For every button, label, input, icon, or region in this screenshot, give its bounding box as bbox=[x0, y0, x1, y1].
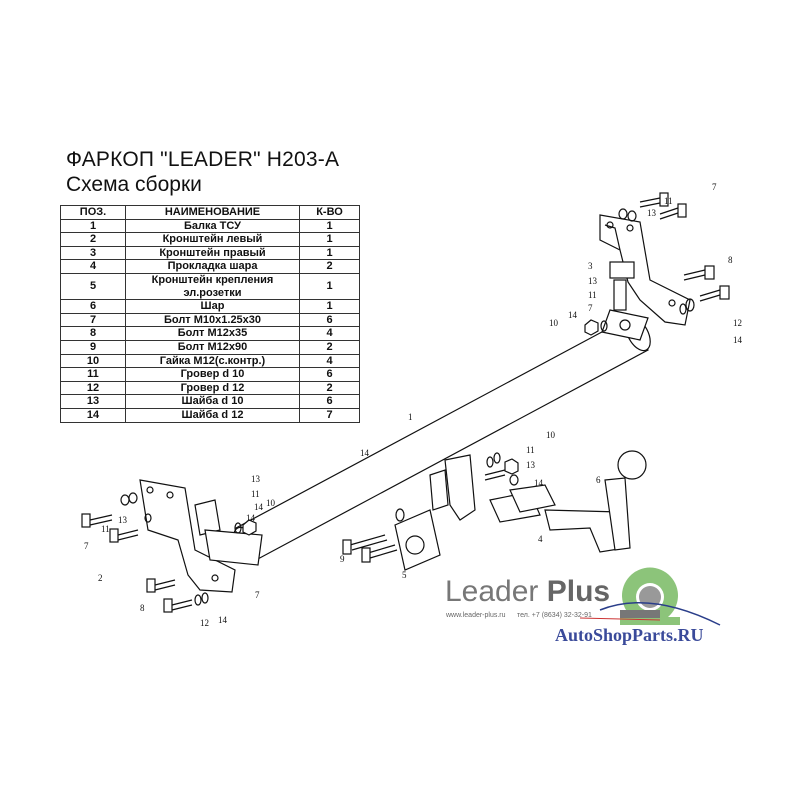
right-fasteners bbox=[584, 192, 730, 336]
callout-10: 10 bbox=[266, 498, 276, 508]
right-bracket bbox=[599, 214, 691, 341]
cell-name: Гайка М12(с.контр.) bbox=[125, 353, 300, 369]
page-subtitle: Схема сборки bbox=[66, 173, 202, 196]
callout-6: 6 bbox=[596, 475, 601, 485]
callout-14: 14 bbox=[568, 310, 578, 320]
callout-8: 8 bbox=[140, 603, 145, 613]
callout-14: 14 bbox=[254, 502, 264, 512]
callout-13: 13 bbox=[118, 515, 128, 525]
page-title: ФАРКОП "LEADER" H203-A bbox=[66, 148, 340, 171]
callout-5: 5 bbox=[402, 570, 407, 580]
callout-1: 1 bbox=[408, 412, 413, 422]
callout-13: 13 bbox=[588, 276, 598, 286]
callout-14: 14 bbox=[534, 478, 544, 488]
socket-bracket bbox=[342, 508, 441, 571]
phone-number: тел. +7 (8634) 32-32-91 bbox=[517, 612, 592, 619]
cell-name: Болт М12х90 bbox=[125, 339, 300, 355]
cell-name: Кронштейн крепления эл.розетки bbox=[125, 272, 300, 301]
left-fasteners bbox=[81, 492, 257, 613]
callout-3: 3 bbox=[588, 261, 593, 271]
logo-text-bold: Plus bbox=[546, 575, 611, 608]
callout-7: 7 bbox=[255, 590, 260, 600]
callout-14: 14 bbox=[360, 448, 370, 458]
ball-mount-parts bbox=[429, 450, 647, 553]
callout-7: 7 bbox=[84, 541, 89, 551]
callout-12: 12 bbox=[733, 318, 742, 328]
callout-11: 11 bbox=[101, 524, 110, 534]
left-bracket bbox=[139, 479, 263, 593]
cell-quantity: 1 bbox=[299, 272, 360, 301]
cell-name: Кронштейн правый bbox=[125, 245, 300, 261]
cell-quantity: 1 bbox=[299, 299, 360, 314]
cell-name: Шайба d 12 bbox=[125, 407, 300, 423]
callout-8: 8 bbox=[728, 255, 733, 265]
callout-12: 12 bbox=[200, 618, 209, 628]
watermark: AutoShopParts.RU bbox=[555, 625, 704, 645]
callout-14: 14 bbox=[218, 615, 228, 625]
cell-position: 14 bbox=[60, 407, 126, 423]
callout-11: 11 bbox=[251, 489, 260, 499]
callout-13: 13 bbox=[647, 208, 657, 218]
callout-7: 7 bbox=[588, 303, 593, 313]
callout-11: 11 bbox=[664, 196, 673, 206]
cell-quantity: 7 bbox=[299, 407, 360, 423]
website-link[interactable]: www.leader-plus.ru bbox=[446, 612, 506, 619]
callout-9: 9 bbox=[340, 554, 345, 564]
callout-10: 10 bbox=[549, 318, 559, 328]
callout-14: 14 bbox=[246, 513, 256, 523]
callout-10: 10 bbox=[546, 430, 556, 440]
callout-4: 4 bbox=[538, 534, 543, 544]
callout-13: 13 bbox=[526, 460, 536, 470]
callout-11: 11 bbox=[526, 445, 535, 455]
callout-13: 13 bbox=[251, 474, 261, 484]
callout-11: 11 bbox=[588, 290, 597, 300]
logo-text-light: Leader bbox=[445, 575, 539, 608]
callout-2: 2 bbox=[98, 573, 103, 583]
leader-plus-logo-mark bbox=[579, 567, 721, 626]
callout-14: 14 bbox=[733, 335, 743, 345]
leader-plus-logo: Leader Plus bbox=[445, 575, 610, 609]
callout-7: 7 bbox=[712, 182, 717, 192]
